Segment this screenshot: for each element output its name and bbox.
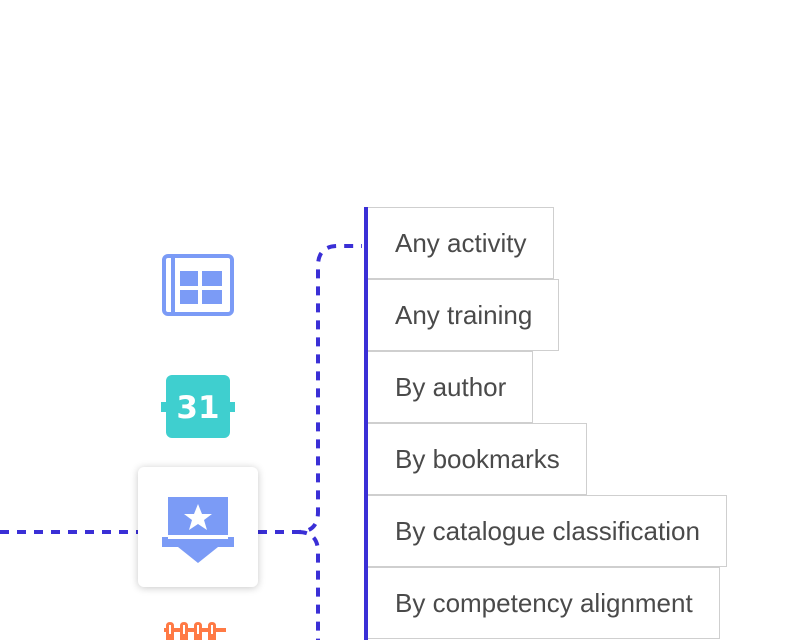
filter-item-label: By author bbox=[395, 371, 507, 402]
fence-icon[interactable] bbox=[164, 620, 226, 640]
calendar-date-label: 31 bbox=[176, 390, 219, 426]
filter-item-by-bookmarks[interactable]: By bookmarks bbox=[368, 423, 587, 495]
filter-item-label: By competency alignment bbox=[395, 587, 693, 618]
filter-item-any-training[interactable]: Any training bbox=[368, 279, 560, 351]
filter-item-label: Any activity bbox=[395, 227, 527, 258]
star-badge-icon[interactable] bbox=[162, 497, 234, 565]
filter-options-list: Any activity Any training By author By b… bbox=[364, 207, 784, 640]
filter-item-label: Any training bbox=[395, 299, 533, 330]
filter-item-any-activity[interactable]: Any activity bbox=[368, 207, 554, 279]
filter-item-label: By bookmarks bbox=[395, 443, 560, 474]
filter-item-by-author[interactable]: By author bbox=[368, 351, 534, 423]
connector-branch-down bbox=[297, 530, 320, 640]
filter-item-by-catalogue-classification[interactable]: By catalogue classification bbox=[368, 495, 727, 567]
connector-card-to-branch bbox=[258, 244, 362, 534]
table-grid-icon[interactable] bbox=[162, 254, 234, 316]
filter-item-label: By catalogue classification bbox=[395, 515, 700, 546]
calendar-icon[interactable]: 31 bbox=[161, 375, 235, 439]
filter-item-by-competency-alignment[interactable]: By competency alignment bbox=[368, 567, 720, 639]
